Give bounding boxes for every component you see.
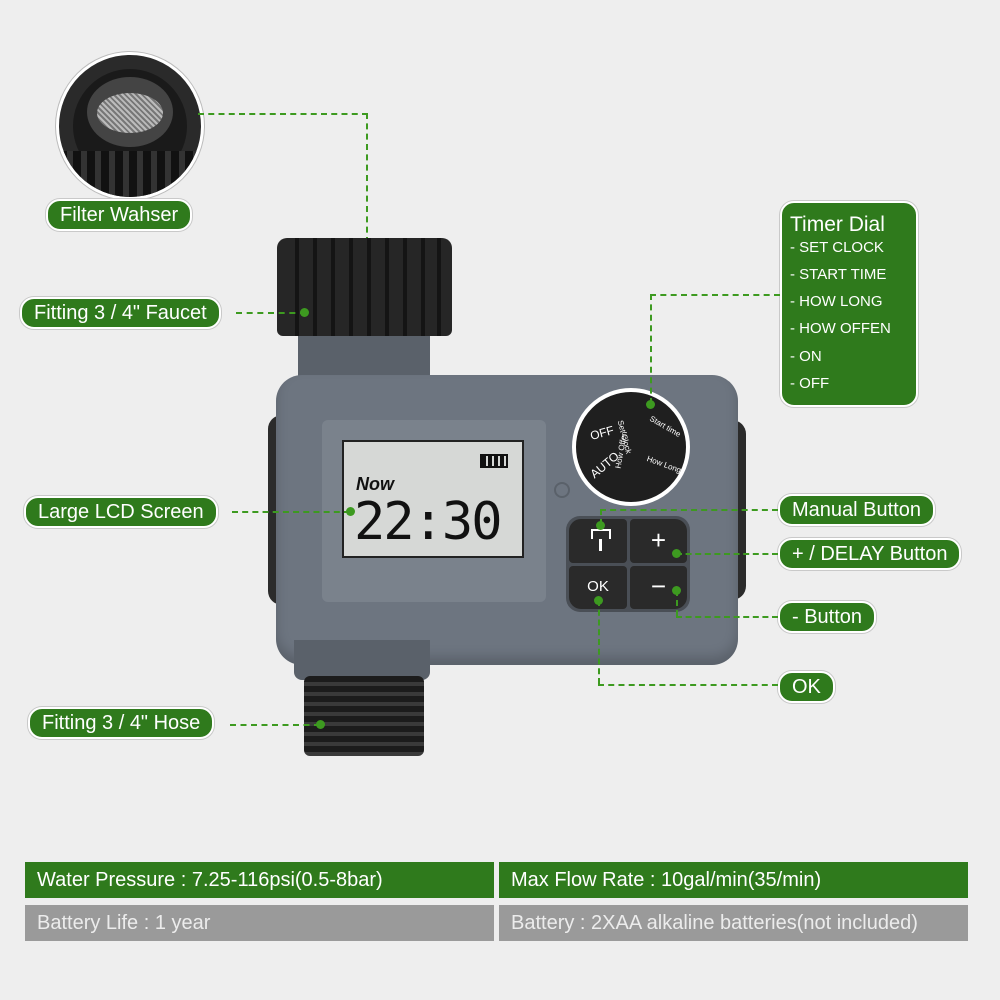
- plus-delay-label: + / DELAY Button: [778, 538, 962, 570]
- leader-dot: [646, 400, 655, 409]
- ok-button[interactable]: OK: [569, 566, 627, 609]
- inlet-neck: [298, 336, 430, 380]
- timer-dial-item: - SET CLOCK: [790, 239, 884, 256]
- timer-dial-item: - START TIME: [790, 266, 887, 283]
- leader-dot: [300, 308, 309, 317]
- leader-line: [598, 684, 778, 686]
- leader-dot: [594, 596, 603, 605]
- outlet-neck: [294, 640, 430, 680]
- dial-how-long: How Long: [645, 454, 683, 475]
- dial-start-time: Start time: [648, 414, 683, 439]
- lcd-now-label: Now: [356, 474, 394, 494]
- leader-dot: [672, 586, 681, 595]
- lcd-screen-label: Large LCD Screen: [24, 496, 218, 528]
- minus-button-label: - Button: [778, 601, 877, 633]
- leader-line: [366, 113, 368, 243]
- leader-line: [650, 294, 780, 296]
- timer-dial[interactable]: OFF AUTO Set Clock Start time How Long H…: [572, 388, 690, 506]
- ok-label: OK: [778, 671, 835, 703]
- timer-dial-item: - HOW OFFEN: [790, 320, 891, 337]
- leader-line: [600, 509, 602, 525]
- leader-line: [676, 553, 778, 555]
- faucet-tap-icon: [591, 529, 611, 539]
- leader-dot: [596, 521, 605, 530]
- leader-line: [598, 600, 600, 684]
- leader-line: [600, 509, 778, 511]
- leader-line: [198, 113, 368, 115]
- filter-washer-inset: [56, 52, 204, 200]
- spec-max-flow-rate: Max Flow Rate : 10gal/min(35/min): [499, 862, 968, 898]
- status-indicator: [554, 482, 570, 498]
- leader-dot: [316, 720, 325, 729]
- dial-off: OFF: [588, 423, 616, 443]
- timer-dial-panel: Timer Dial - SET CLOCK - START TIME - HO…: [780, 201, 918, 407]
- leader-line: [650, 294, 652, 404]
- lcd-time: 22:30: [354, 492, 503, 552]
- leader-line: [236, 312, 306, 314]
- faucet-nut: [277, 238, 452, 336]
- lcd-screen: Now 22:30: [342, 440, 524, 558]
- leader-line: [230, 724, 320, 726]
- spec-battery-life: Battery Life : 1 year: [25, 905, 494, 941]
- hose-thread: [304, 676, 424, 756]
- leader-line: [676, 590, 678, 616]
- leader-dot: [346, 507, 355, 516]
- fitting-hose-label: Fitting 3 / 4" Hose: [28, 707, 215, 739]
- battery-icon: [480, 454, 508, 468]
- timer-dial-title: Timer Dial: [790, 213, 885, 236]
- timer-dial-item: - ON: [790, 348, 822, 365]
- fitting-faucet-label: Fitting 3 / 4" Faucet: [20, 297, 221, 329]
- manual-button-label: Manual Button: [778, 494, 935, 526]
- filter-washer-label: Filter Wahser: [46, 199, 193, 231]
- spec-water-pressure: Water Pressure : 7.25-116psi(0.5-8bar): [25, 862, 494, 898]
- leader-line: [232, 511, 350, 513]
- timer-dial-item: - HOW LONG: [790, 293, 883, 310]
- leader-line: [676, 616, 778, 618]
- spec-battery: Battery : 2XAA alkaline batteries(not in…: [499, 905, 968, 941]
- filter-screen-icon: [97, 93, 163, 133]
- leader-dot: [672, 549, 681, 558]
- timer-dial-item: - OFF: [790, 375, 830, 392]
- plus-delay-button[interactable]: +: [630, 519, 687, 563]
